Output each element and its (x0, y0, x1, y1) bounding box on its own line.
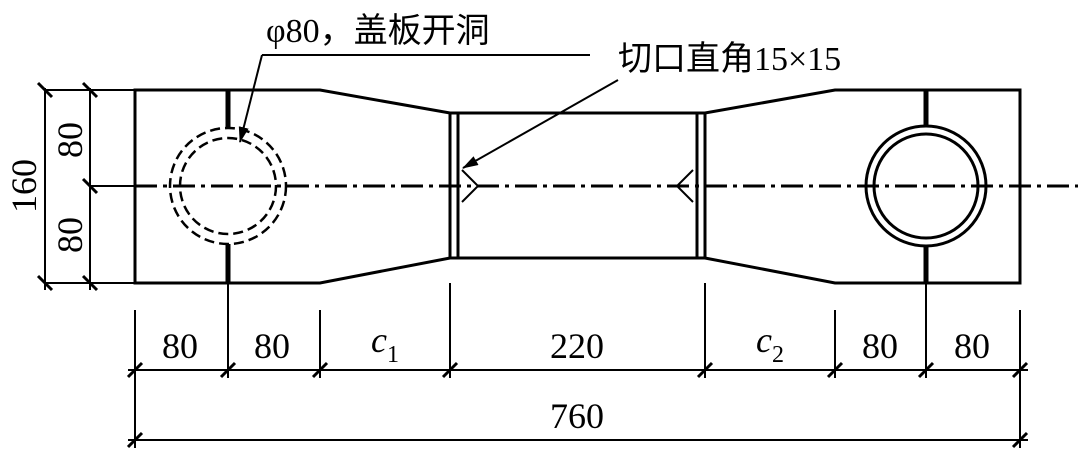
corner-leader (462, 79, 619, 169)
dim-height-bottom: 80 (50, 217, 90, 253)
dim-seg-1: 80 (162, 326, 198, 366)
right-hole (864, 90, 988, 283)
dim-seg-mid: 220 (550, 326, 604, 366)
segment-dimension-line (126, 283, 1029, 379)
corner-note: 切口直角15×15 (618, 40, 841, 78)
dim-seg-c2: c2 (756, 320, 784, 368)
hole-note: φ80，盖板开洞 (266, 12, 490, 50)
dim-seg-7: 80 (954, 326, 990, 366)
dim-seg-2: 80 (254, 326, 290, 366)
total-dimension-line (126, 378, 1029, 449)
dim-seg-c1: c1 (371, 320, 399, 368)
dim-height-top: 80 (50, 122, 90, 158)
dim-height-total: 160 (4, 159, 44, 213)
hole-leader (238, 54, 263, 143)
vertical-dimensions (36, 81, 135, 292)
left-hole (168, 90, 288, 283)
dim-total-length: 760 (550, 396, 604, 436)
dim-seg-6: 80 (862, 326, 898, 366)
corner-cut-marks (461, 169, 694, 203)
